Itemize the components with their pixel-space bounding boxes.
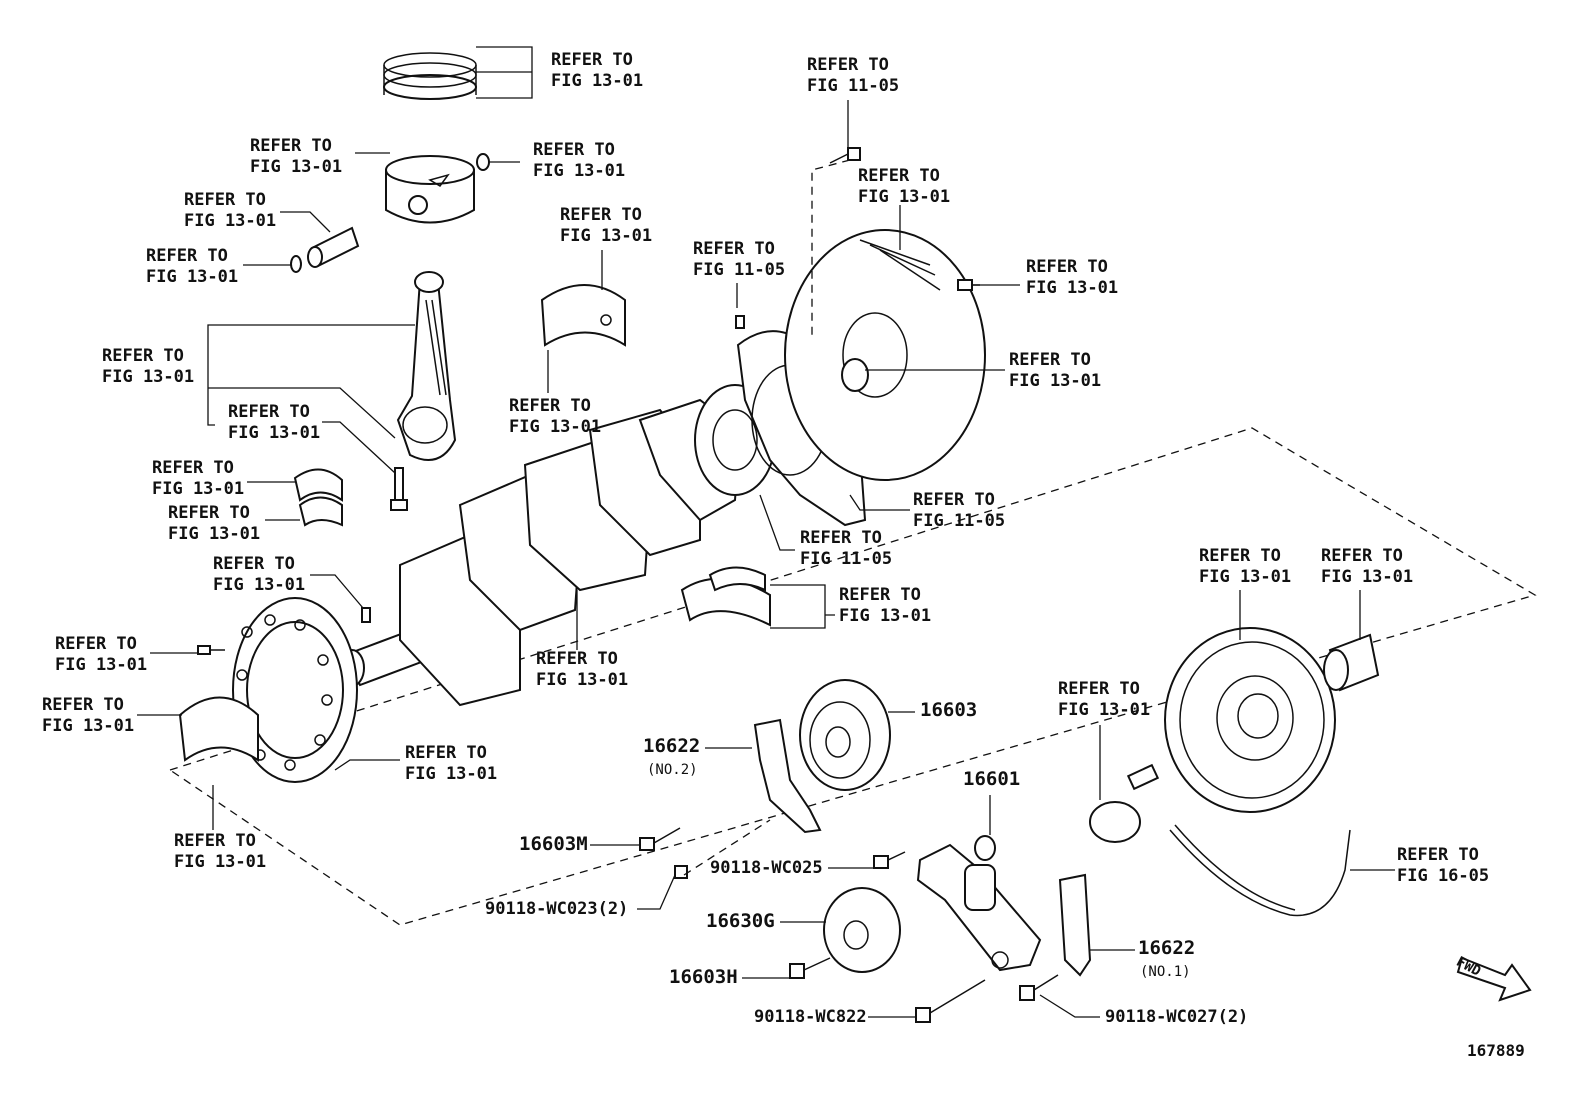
pin-clip-drawing	[290, 255, 302, 273]
pulley-group-outline	[168, 427, 1537, 926]
con-rod-bolt-drawing	[390, 467, 408, 511]
diagram-id: 167889	[1467, 1041, 1525, 1060]
part-16622-no2-note: (NO.2)	[647, 762, 698, 778]
part-16622-no2-label[interactable]: 16622	[643, 735, 701, 757]
crankshaft-drawing	[339, 384, 776, 707]
drive-belt-drawing	[1169, 824, 1351, 917]
rod-bearing-lower-drawing	[298, 496, 343, 527]
part-16603H-label[interactable]: 16603H	[669, 966, 738, 988]
bolt-16603H-drawing	[789, 957, 831, 979]
part-16622-no1-label[interactable]: 16622	[1138, 937, 1196, 959]
part-16622-no1-note: (NO.1)	[1140, 964, 1191, 980]
piston-pin-clip-drawing	[476, 153, 490, 171]
top-bolt-drawing	[829, 147, 861, 164]
idler-pulley-16603-drawing	[799, 679, 891, 791]
part-16603-label[interactable]: 16603	[920, 699, 978, 721]
part-16630G-label[interactable]: 16630G	[706, 910, 775, 932]
connecting-rod-drawing	[396, 271, 457, 461]
sprocket-bolt-drawing	[197, 645, 225, 655]
thrust-washer-drawing	[708, 566, 766, 592]
part-90118-WC822-label[interactable]: 90118-WC822	[754, 1007, 867, 1027]
bolt-16603M-drawing	[639, 827, 681, 851]
leader-lines	[137, 46, 1395, 1018]
part-90118-WC025-label[interactable]: 90118-WC025	[710, 858, 823, 878]
crank-oil-seal-drawing	[178, 696, 259, 762]
part-90118-WC027-label[interactable]: 90118-WC027(2)	[1105, 1007, 1249, 1027]
tensioner-16601-drawing	[916, 835, 1042, 972]
part-90118-WC023-label[interactable]: 90118-WC023(2)	[485, 899, 629, 919]
crank-timing-gear-drawing	[1323, 633, 1380, 692]
bolt-90118-WC023-drawing	[674, 865, 688, 879]
crank-key-drawing	[361, 607, 371, 623]
crank-pulley-drawing	[1164, 627, 1336, 813]
idler-bracket-no2-drawing	[753, 718, 822, 834]
piston-drawing	[385, 155, 475, 224]
main-bearing-upper-drawing	[540, 284, 626, 347]
dowel-pin-drawing	[735, 315, 745, 329]
timing-sprocket-drawing	[232, 597, 358, 783]
tensioner-bracket-no1-drawing	[1058, 873, 1092, 977]
fwd-arrow-icon	[1456, 956, 1532, 1002]
bolt-90118-WC027-drawing	[1019, 974, 1059, 1001]
part-16601-label[interactable]: 16601	[963, 768, 1021, 790]
pulley-bolt-drawing	[1089, 763, 1160, 843]
piston-rings-drawing	[383, 52, 477, 100]
bolt-90118-WC822-drawing	[915, 979, 986, 1023]
idler-pulley-16630G-drawing	[823, 887, 901, 973]
bolt-90118-WC025-drawing	[873, 851, 906, 869]
part-16603M-label[interactable]: 16603M	[519, 833, 588, 855]
drive-plate-drawing	[784, 229, 986, 481]
main-bearing-lower-drawing	[680, 577, 771, 627]
piston-pin-drawing	[307, 226, 360, 268]
rod-bearing-upper-drawing	[293, 468, 343, 502]
